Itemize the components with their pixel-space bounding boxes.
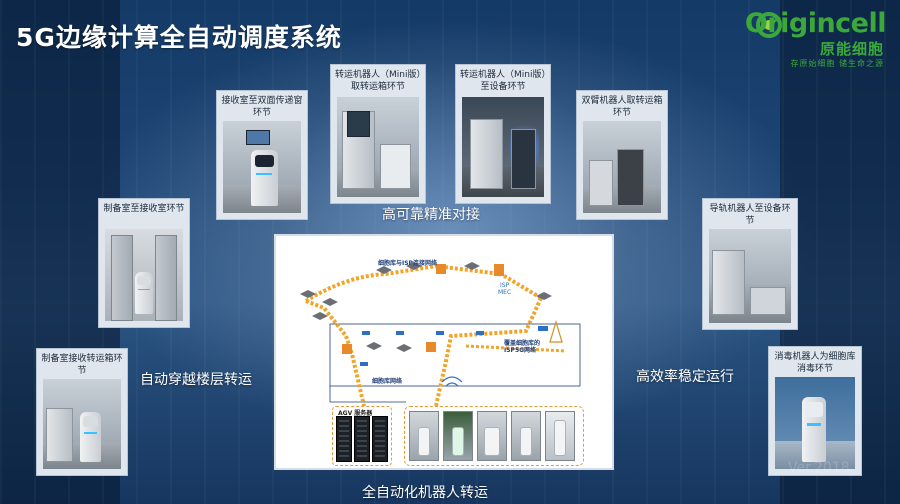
card-caption: 导轨机器人至设备环节 [709, 204, 791, 226]
card-photo [462, 97, 544, 197]
robot-thumbnail [477, 411, 507, 461]
card-rail-robot: 导轨机器人至设备环节 [702, 198, 798, 330]
agv-server-label: AGV 服务器 [338, 410, 373, 417]
server-rack-icon [336, 416, 352, 462]
diagram-cover-network-label: 覆盖细胞库的 ISP5G网络 [504, 340, 541, 354]
label-full-auto: 全自动化机器人转运 [362, 485, 488, 501]
card-photo [105, 229, 183, 321]
server-rack-icon [354, 416, 370, 462]
agv-server-box [332, 406, 392, 466]
card-receive-to-window: 接收室至双面传递窗环节 [216, 90, 308, 220]
logo-wordmark: Origincell [744, 8, 887, 39]
logo-circle-icon [756, 12, 782, 38]
card-photo [775, 377, 855, 469]
label-efficient: 高效率稳定运行 [636, 369, 734, 385]
robot-thumbnail [409, 411, 439, 461]
card-disinfect-robot: 消毒机器人为细胞库消毒环节 [768, 346, 862, 476]
card-mini-robot-take: 转运机器人（Mini版）取转运箱环节 [330, 64, 426, 204]
card-mini-robot-device: 转运机器人（Mini版）至设备环节 [455, 64, 551, 204]
card-photo [43, 379, 121, 469]
page-title: 5G边缘计算全自动调度系统 [16, 23, 342, 52]
label-reliable-docking: 高可靠精准对接 [382, 207, 480, 223]
card-prep-receive-box: 制备室接收转运箱环节 [36, 348, 128, 476]
diagram-top-network-label: 细胞库与ISP连接网络 [378, 260, 437, 267]
network-diagram-graphic [300, 262, 581, 407]
card-dual-arm-robot: 双臂机器人取转运箱环节 [576, 90, 668, 220]
logo-slogan: 存原始细胞 储生命之源 [790, 59, 884, 68]
robot-thumbnail [511, 411, 541, 461]
logo-chinese-name: 原能细胞 [819, 40, 884, 58]
label-cross-floor: 自动穿越楼层转运 [140, 372, 252, 388]
card-caption: 转运机器人（Mini版）至设备环节 [460, 70, 546, 92]
card-photo [337, 97, 419, 197]
card-transfer-to-receive: 制备室至接收室环节 [98, 198, 190, 328]
card-caption: 双臂机器人取转运箱环节 [581, 96, 663, 118]
watermark: Ver.2018 [788, 460, 850, 476]
card-caption: 转运机器人（Mini版）取转运箱环节 [335, 70, 421, 92]
card-photo [709, 229, 791, 323]
diagram-library-network-label: 细胞库网络 [372, 378, 403, 385]
network-diagram: 细胞库与ISP连接网络 ISP MEC 覆盖细胞库的 ISP5G网络 细胞库网络… [274, 234, 614, 470]
company-logo: Origincell 原能细胞 存原始细胞 储生命之源 [736, 8, 887, 70]
card-photo [223, 121, 301, 213]
card-photo [583, 121, 661, 213]
diagram-isp-mec-label: ISP MEC [498, 282, 512, 296]
robots-group-box [404, 406, 584, 466]
card-caption: 接收室至双面传递窗环节 [221, 96, 303, 118]
card-caption: 消毒机器人为细胞库消毒环节 [774, 352, 856, 374]
robot-thumbnail [443, 411, 473, 461]
card-caption: 制备室接收转运箱环节 [41, 354, 123, 376]
robot-thumbnail [545, 411, 575, 461]
card-caption: 制备室至接收室环节 [103, 204, 185, 214]
server-rack-icon [372, 416, 388, 462]
